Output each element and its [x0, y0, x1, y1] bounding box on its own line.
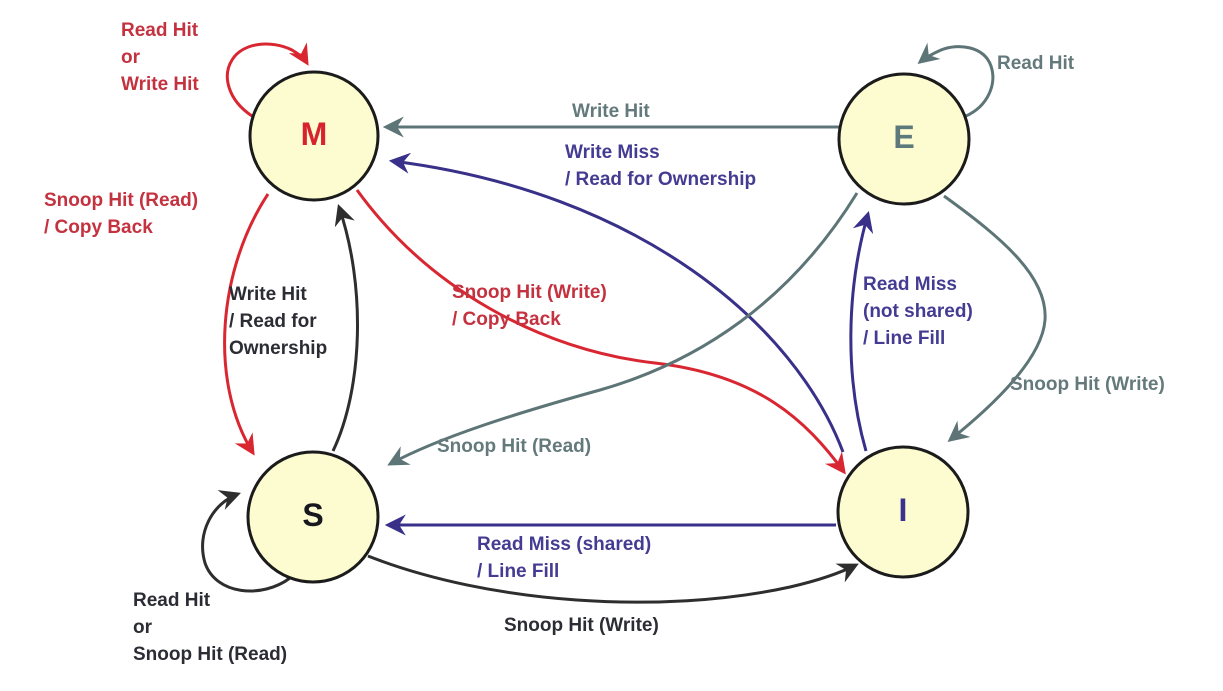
label-s-to-i-snoop-hit-write: Snoop Hit (Write) [504, 615, 659, 636]
node-exclusive-label: E [893, 119, 915, 156]
label-i-to-m-write-miss: Write Miss / Read for Ownership [565, 142, 757, 190]
node-exclusive-circle [837, 72, 971, 206]
edge-i-to-m [388, 152, 845, 453]
edge-i-to-e [849, 210, 874, 452]
node-modified-label: M [300, 116, 328, 153]
node-shared-circle [246, 450, 380, 584]
edge-m-to-s [223, 193, 270, 456]
label-m-to-i-snoop-hit-write: Snoop Hit (Write) / Copy Back [452, 282, 607, 330]
label-m-self-read-or-write-hit: Read Hit or Write Hit [121, 20, 199, 95]
node-modified-circle [248, 70, 380, 202]
label-e-to-s-snoop-hit-read: Snoop Hit (Read) [437, 436, 592, 457]
label-e-self-read-hit: Read Hit [997, 53, 1075, 74]
label-i-to-e-read-miss: Read Miss (not shared) / Line Fill [863, 274, 973, 349]
edge-s-self-loop [201, 490, 291, 593]
label-s-self-read-or-snoop-hit: Read Hit or Snoop Hit (Read) [133, 590, 288, 665]
label-s-to-m-write-hit: Write Hit / Read for Ownership [229, 284, 328, 359]
node-invalid-label: I [898, 492, 908, 529]
edge-e-to-s [387, 192, 859, 466]
edge-s-to-i [367, 554, 859, 604]
label-e-to-i-snoop-hit-write: Snoop Hit (Write) [1010, 374, 1165, 395]
edge-m-to-i [355, 189, 846, 475]
label-e-to-m-write-hit: Write Hit [572, 101, 650, 122]
node-shared-label: S [302, 497, 324, 534]
node-invalid-circle [836, 445, 970, 579]
edge-e-self-loop [917, 42, 995, 118]
edge-m-self-loop [225, 42, 309, 118]
label-m-to-s-snoop-hit-read: Snoop Hit (Read) / Copy Back [44, 190, 199, 238]
edge-s-to-m [331, 204, 359, 452]
edge-e-to-i [943, 194, 1047, 442]
label-i-to-s-read-miss-shared: Read Miss (shared) / Line Fill [477, 534, 652, 582]
